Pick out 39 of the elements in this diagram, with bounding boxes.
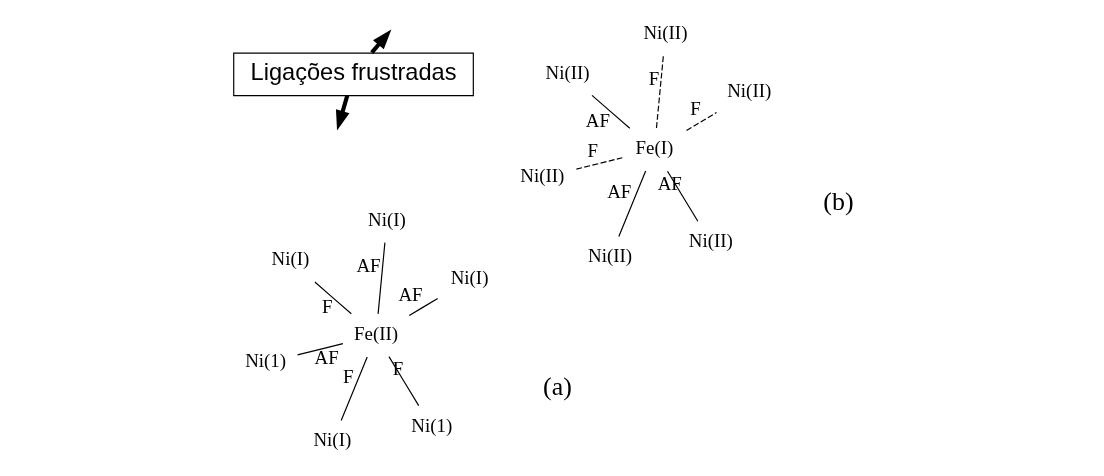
connector [297, 343, 344, 356]
node-text: Ni(II) [545, 61, 590, 83]
node-text: Ni(II) [520, 165, 565, 187]
arrow [335, 95, 350, 131]
node-text: Fe(II) [354, 322, 399, 344]
connector [685, 111, 718, 132]
node-box: Ligações frustradas [233, 52, 474, 97]
connector [591, 94, 631, 129]
connector [314, 281, 352, 315]
edge-label: AF [356, 255, 381, 277]
edge-label: AF [607, 180, 632, 202]
edge-label: AF [314, 347, 339, 369]
node-text: Ni(1) [411, 414, 453, 436]
edge-label: F [343, 365, 354, 387]
node-text: Ni(I) [313, 429, 352, 451]
node-text: Ni(II) [688, 230, 733, 252]
node-text: Ni(II) [588, 245, 633, 267]
connector [408, 297, 439, 317]
node-text: Ni(I) [271, 248, 310, 270]
node-text: Ni(1) [245, 350, 287, 372]
node-text: Fe(I) [635, 137, 674, 159]
label: (b) [823, 187, 854, 217]
label: (a) [543, 371, 572, 401]
edge-label: AF [585, 109, 610, 131]
connector [618, 170, 647, 238]
connector [340, 356, 368, 422]
node-text: Ni(II) [727, 80, 772, 102]
edge-label: AF [398, 283, 423, 305]
connector [377, 242, 386, 315]
edge-label: F [321, 296, 333, 318]
connector [655, 54, 664, 129]
edge-label: F [690, 98, 701, 120]
edge-label: F [648, 68, 660, 90]
connector [388, 356, 420, 407]
node-text: Ni(II) [643, 21, 688, 43]
node-text: Ni(I) [368, 208, 406, 230]
edge-label: F [587, 140, 598, 162]
connector [574, 157, 623, 171]
node-text: Ni(I) [450, 266, 489, 288]
